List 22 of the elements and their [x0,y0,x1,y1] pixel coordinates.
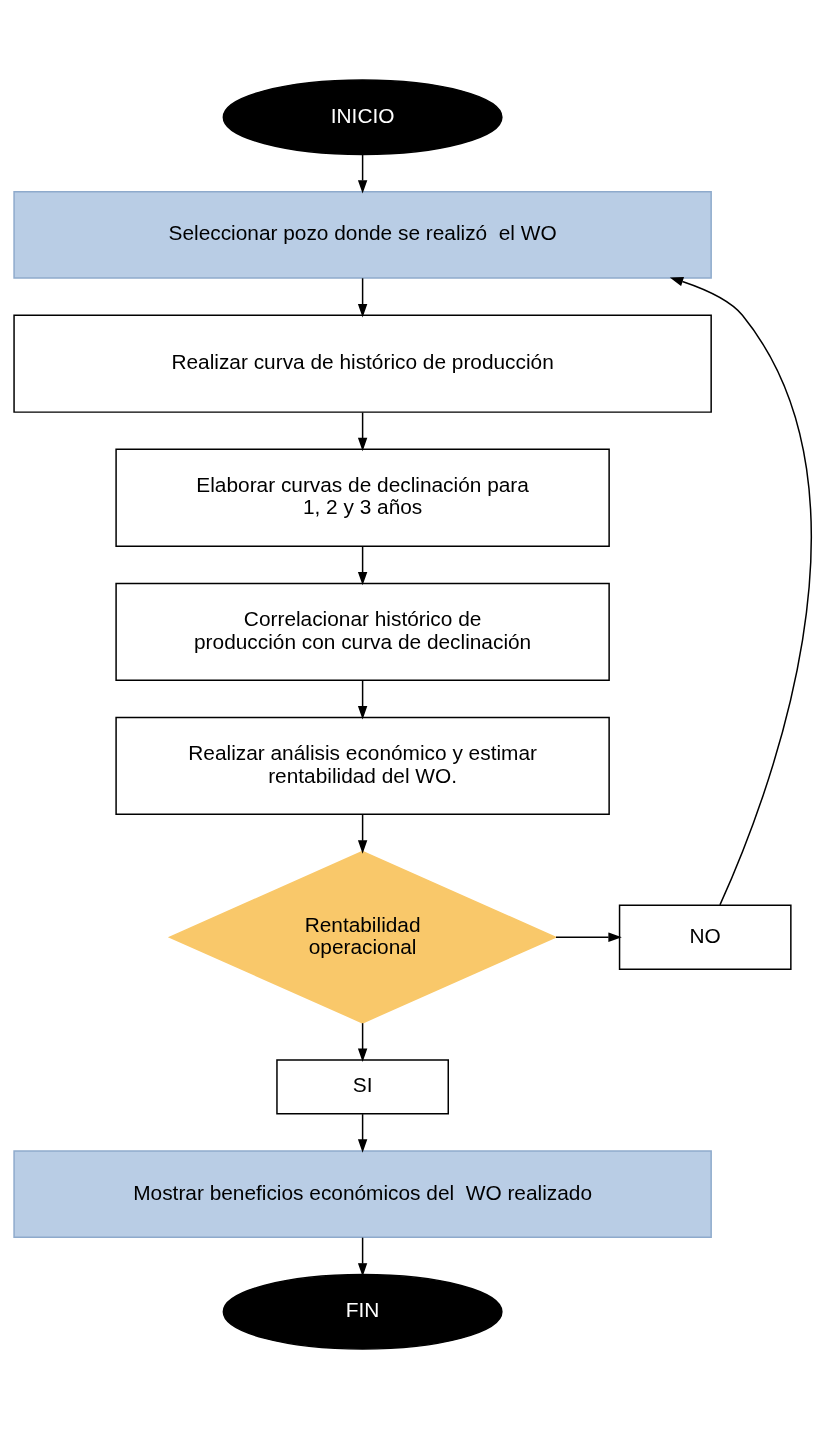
node-box: NO [618,904,792,970]
arrow [357,1236,368,1277]
arrow [357,411,368,452]
arrow [357,277,368,318]
node-box: Seleccionar pozo donde se realizó el WO [13,190,712,279]
node-box: Correlacionar histórico de producción con curva de declinación [115,582,610,681]
arrow [357,679,368,720]
arrow [357,813,368,854]
node-diamond: Rentabilidad operacional [167,850,558,1024]
arrow [357,154,368,194]
node-ellipse: FIN [222,1273,503,1350]
arrow [555,932,622,942]
arrow [669,277,812,906]
node-box: SI [276,1059,449,1115]
arrow [357,545,368,586]
node-box: Elaborar curvas de declinación para 1, 2 y 3 años [115,448,610,547]
node-box: Realizar curva de histórico de producción [13,314,712,413]
node-ellipse: INICIO [222,79,503,156]
arrow [357,1113,368,1153]
node-box: Mostrar beneficios económicos del WO realizado [13,1150,712,1239]
arrow [357,1022,368,1062]
node-box: Realizar análisis económico y estimar rentabilidad del WO. [115,716,610,816]
